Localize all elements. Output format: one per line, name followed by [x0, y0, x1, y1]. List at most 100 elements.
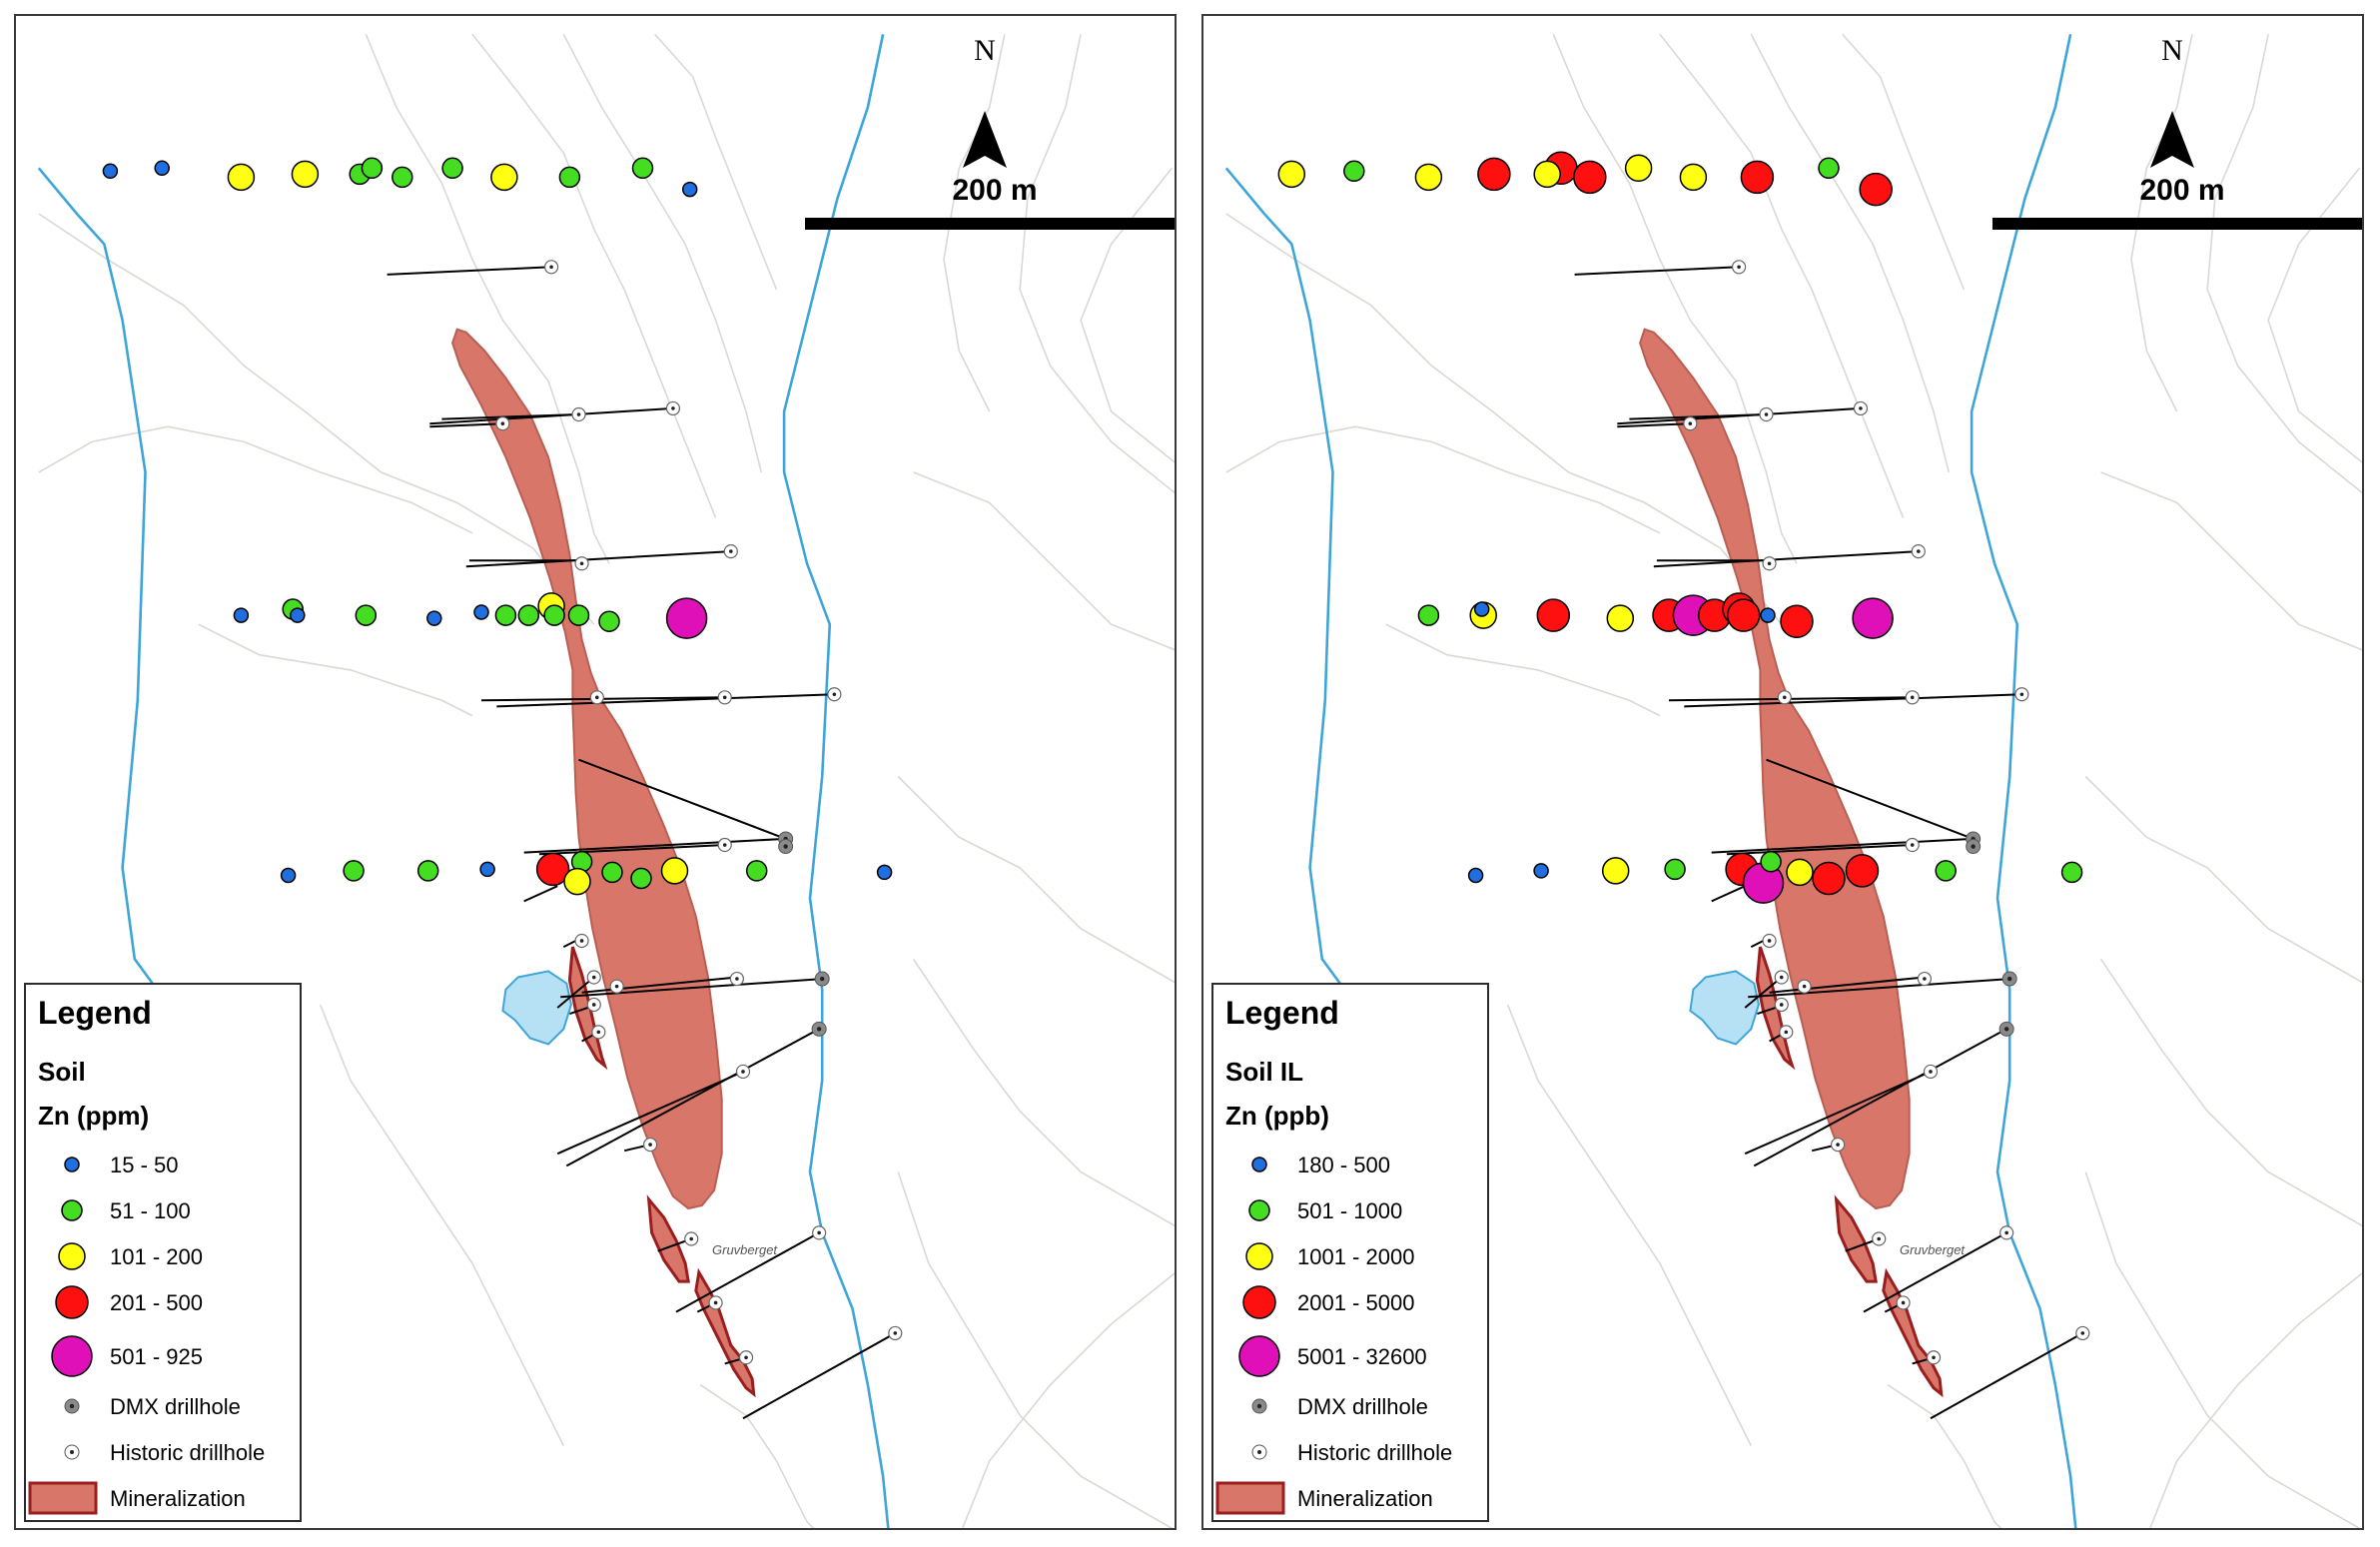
soil-sample-point — [290, 607, 306, 623]
drill-trace — [496, 693, 835, 708]
soil-sample-point — [494, 604, 517, 626]
contour-line — [1659, 33, 1905, 518]
soil-sample-point — [441, 157, 463, 180]
drill-trace — [742, 1332, 896, 1420]
drill-trace — [1726, 844, 1913, 856]
drill-trace — [556, 1071, 744, 1156]
legend-dmx-label: DMX drillhole — [110, 1394, 241, 1419]
drill-trace — [565, 1028, 820, 1167]
mineralization-lens — [646, 1194, 690, 1283]
mineralization-swatch-icon — [1215, 1481, 1285, 1515]
legend-class-label: 15 - 50 — [110, 1153, 179, 1177]
place-label: Gruvberget — [712, 1242, 778, 1257]
soil-sample-point — [291, 160, 320, 189]
drill-trace — [1863, 1231, 2007, 1313]
contour-line — [2130, 34, 2193, 412]
historic-drillhole-center — [1910, 695, 1915, 700]
contour-line — [2267, 167, 2362, 463]
soil-sample-point — [601, 861, 623, 884]
historic-drillhole-center — [2080, 1331, 2085, 1335]
historic-drillhole-center — [713, 1300, 718, 1305]
contour-line — [912, 958, 1175, 1227]
soil-sample-point — [1473, 601, 1490, 617]
soil-sample-point — [745, 860, 768, 882]
legend-class-5: 5001 - 32600 — [1213, 1334, 1489, 1378]
historic-drillhole-center — [722, 695, 727, 700]
soil-sample-point — [227, 163, 256, 192]
soil-sample-point — [2060, 861, 2083, 884]
legend-symbol-4 — [1242, 1285, 1276, 1319]
soil-sample-point — [1467, 867, 1484, 884]
dmx-drillhole-icon — [64, 1398, 80, 1414]
drillhole-layer — [495, 260, 903, 1365]
soil-sample-point — [630, 867, 652, 890]
soil-sample-point — [361, 157, 384, 180]
map-canvas — [37, 33, 1175, 1528]
contour-line — [471, 33, 717, 518]
soil-sample-point — [535, 852, 570, 887]
mineralization-layer — [451, 328, 756, 1398]
historic-drillhole-center — [614, 984, 619, 989]
place-label: Gruvberget — [1900, 1242, 1966, 1257]
historic-drillhole-center — [735, 977, 739, 981]
mineralization-lens — [1882, 1267, 1944, 1398]
soil-sample-point — [1417, 604, 1440, 626]
historic-drillhole-center — [648, 1143, 652, 1147]
historic-drillhole-center — [591, 1003, 596, 1007]
soil-sample-point — [1277, 160, 1306, 189]
north-arrow-icon — [963, 111, 1007, 168]
historic-drillhole-center — [579, 561, 584, 566]
dmx-drillhole-center — [816, 1027, 822, 1032]
historic-drillhole-center — [1917, 549, 1921, 553]
drill-trace — [429, 422, 503, 428]
historic-drillhole-center — [1764, 412, 1769, 416]
drill-trace — [1766, 758, 1974, 840]
scale-bar-label: 200 m — [2139, 174, 2225, 207]
historic-drillhole-center — [689, 1236, 694, 1241]
contour-line — [1750, 33, 1951, 473]
drill-trace — [1753, 1028, 2007, 1167]
contour-line — [319, 1004, 565, 1446]
drill-trace — [1769, 976, 1925, 994]
legend-class-2: 501 - 1000 — [1213, 1192, 1489, 1228]
historic-drillhole-center — [2019, 692, 2024, 697]
soil-sample-point — [1343, 160, 1365, 183]
contour-line — [2100, 471, 2362, 651]
soil-sample-point — [280, 867, 297, 884]
soil-sample-point — [1477, 157, 1511, 192]
soil-sample-point — [660, 857, 689, 885]
drill-trace — [1930, 1332, 2083, 1420]
historic-drillhole-center — [832, 692, 837, 697]
historic-drillhole-center — [671, 406, 675, 410]
legend-symbol-5 — [51, 1335, 93, 1377]
legend-symbol-2 — [1248, 1199, 1270, 1221]
historic-drillhole-center — [1802, 984, 1807, 989]
historic-drillhole-center — [594, 695, 599, 700]
soil-sample-point — [490, 163, 518, 192]
historic-drillhole-icon — [64, 1444, 80, 1460]
drill-trace — [523, 837, 786, 854]
historic-drillhole-center — [729, 549, 733, 553]
legend-dmx-label: DMX drillhole — [1297, 1394, 1428, 1419]
legend-class-label: 101 - 200 — [110, 1244, 203, 1269]
contour-line — [365, 33, 610, 564]
legend-dmx-drillhole: DMX drillhole — [26, 1388, 302, 1424]
legend-field-name: Zn (ppm) — [38, 1101, 150, 1131]
drill-trace — [1684, 693, 2022, 708]
drill-trace — [1744, 976, 1783, 1009]
soil-sample-point — [567, 604, 590, 626]
contour-line — [1080, 167, 1175, 463]
legend-class-label: 501 - 1000 — [1297, 1198, 1403, 1223]
soil-sample-point — [1859, 172, 1893, 207]
legend-symbol-3 — [58, 1242, 86, 1270]
mineralization-lens — [1834, 1194, 1878, 1283]
historic-drillhole-center — [576, 412, 581, 416]
historic-drillhole-icon — [1251, 1444, 1267, 1460]
mineralization-layer — [1639, 328, 1944, 1398]
historic-drillhole-center — [893, 1331, 898, 1335]
historic-drillhole-center — [1901, 1300, 1906, 1305]
river-line — [37, 167, 185, 1036]
historic-drillhole-center — [591, 975, 596, 980]
drill-trace — [1617, 422, 1691, 428]
legend-mineralization: Mineralization — [26, 1480, 302, 1516]
